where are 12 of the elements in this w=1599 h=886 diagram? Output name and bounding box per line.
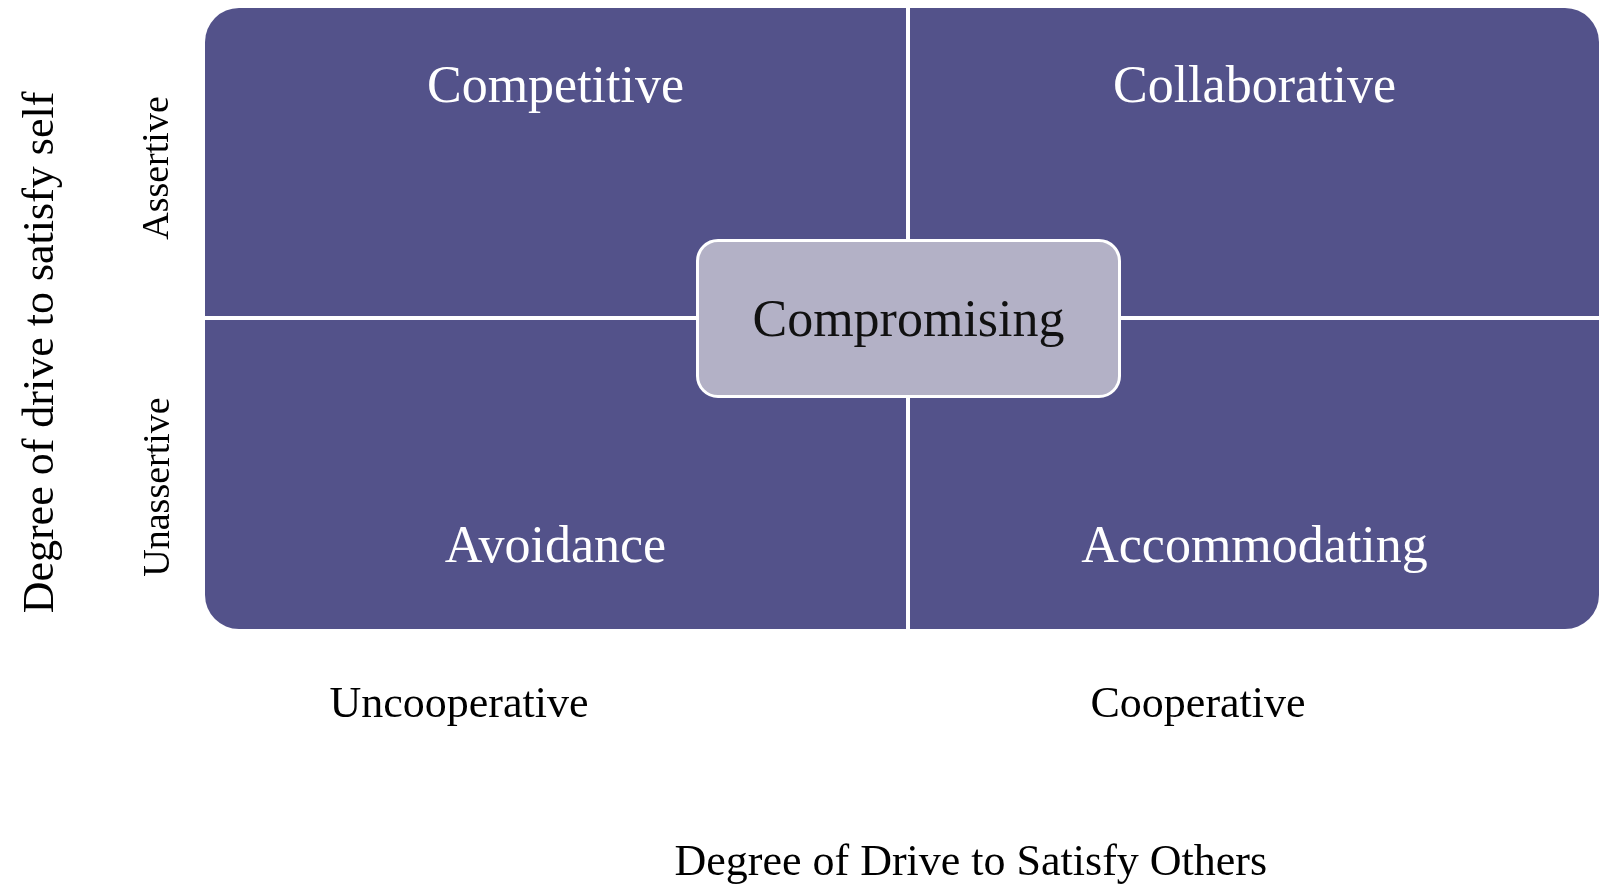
style-label: Avoidance <box>444 515 667 574</box>
axis-level-label: Unassertive <box>133 397 178 577</box>
style-label: Compromising <box>752 289 1065 348</box>
style-label: Accommodating <box>1081 515 1428 574</box>
axis-level-label: Cooperative <box>1090 676 1306 728</box>
x-axis-title: Degree of Drive to Satisfy Others <box>674 834 1268 886</box>
axis-level-label: Assertive <box>132 96 177 240</box>
center-style-box <box>696 239 1121 398</box>
style-label: Competitive <box>426 54 685 114</box>
style-label: Collaborative <box>1113 54 1396 114</box>
y-axis-title: Degree of drive to satisfy self <box>13 91 65 613</box>
axis-level-label: Uncooperative <box>329 676 589 728</box>
